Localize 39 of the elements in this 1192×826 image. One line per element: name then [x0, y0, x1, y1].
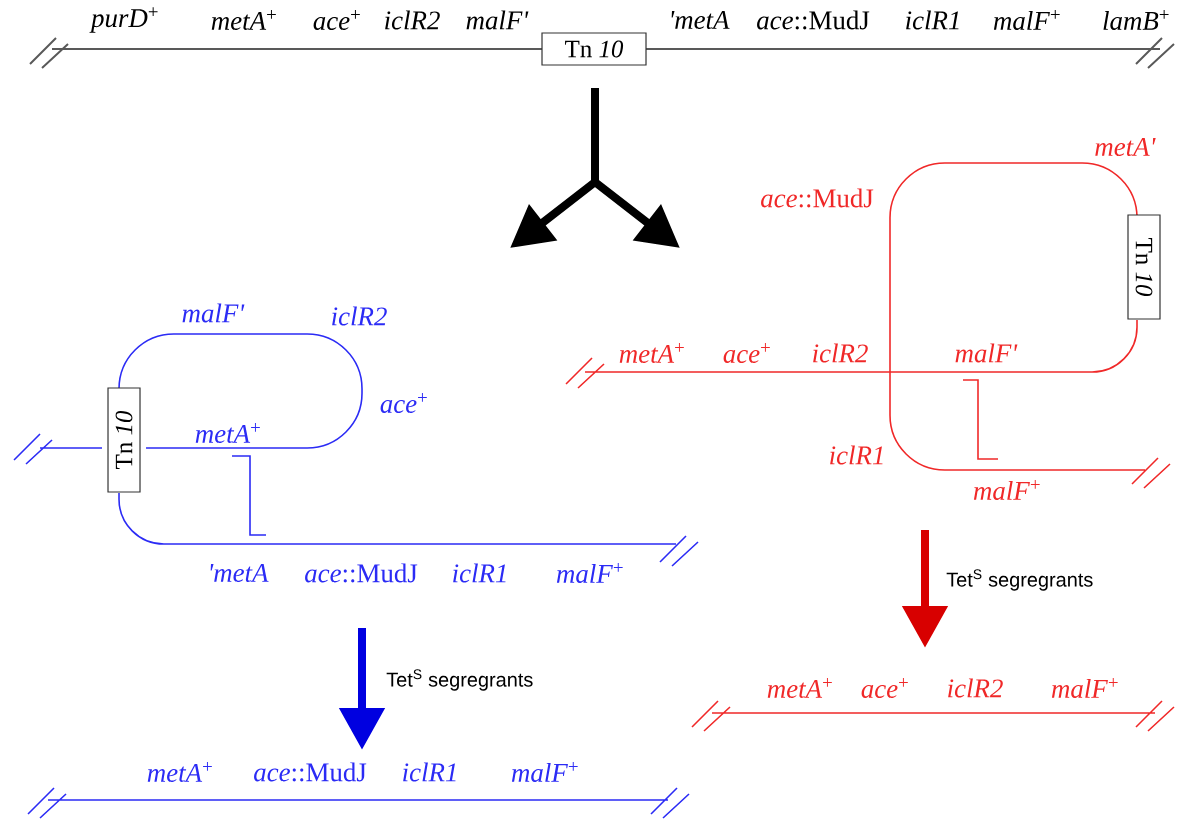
gene-label: ace::MudJ — [757, 10, 870, 30]
gene-label: ace::MudJ — [254, 762, 367, 782]
gene-label: lamB$^{+}$ — [1103, 10, 1169, 30]
gene-label: malF$^{+}$ — [993, 10, 1060, 30]
gene-label: malF' — [466, 10, 529, 30]
gene-label: ace::MudJ — [305, 563, 418, 583]
gene-label: ace$^{+}$ — [380, 393, 427, 413]
gene-label: purD$^{+}$ — [89, 7, 158, 33]
gene-label: 'metA — [210, 564, 269, 582]
gene-label: 'metA — [671, 11, 730, 29]
gene-label: iclR1 — [403, 762, 456, 782]
gene-label: malF$^{+}$ — [973, 480, 1040, 500]
gene-label: iclR1 — [830, 445, 883, 465]
gene-label: malF' — [182, 303, 245, 323]
gene-label: malF$^{+}$ — [1051, 678, 1118, 698]
transposon-box: Tn 10 — [107, 387, 141, 493]
gene-label: iclR2 — [332, 306, 387, 326]
gene-label: ace$^{+}$ — [313, 10, 360, 30]
transposon-box: Tn 10 — [541, 32, 647, 66]
gene-label: ace$^{+}$ — [723, 343, 770, 363]
gene-label: iclR2 — [385, 10, 440, 30]
gene-label: metA$^{+}$ — [619, 343, 684, 363]
gene-label: metA$^{+}$ — [147, 762, 212, 782]
gene-label: iclR2 — [948, 678, 1003, 698]
gene-label: ace$^{+}$ — [861, 678, 908, 698]
gene-label: iclR2 — [813, 343, 868, 363]
gene-label: malF$^{+}$ — [556, 563, 623, 583]
gene-label: metA' — [1095, 138, 1156, 156]
gene-label: metA$^{+}$ — [767, 678, 832, 698]
gene-label: metA$^{+}$ — [195, 423, 260, 443]
arrow-label: Tet$^{S}$ segregrants — [386, 669, 533, 691]
transposon-box: Tn 10 — [1127, 214, 1161, 320]
gene-label: iclR1 — [906, 10, 959, 30]
arrow-label: Tet$^{S}$ segregrants — [946, 569, 1093, 591]
gene-label: ace::MudJ — [761, 188, 874, 208]
gene-label: malF' — [955, 343, 1018, 363]
gene-label: metA$^{+}$ — [211, 10, 276, 30]
gene-label: iclR1 — [453, 563, 506, 583]
gene-label: malF$^{+}$ — [511, 762, 578, 782]
